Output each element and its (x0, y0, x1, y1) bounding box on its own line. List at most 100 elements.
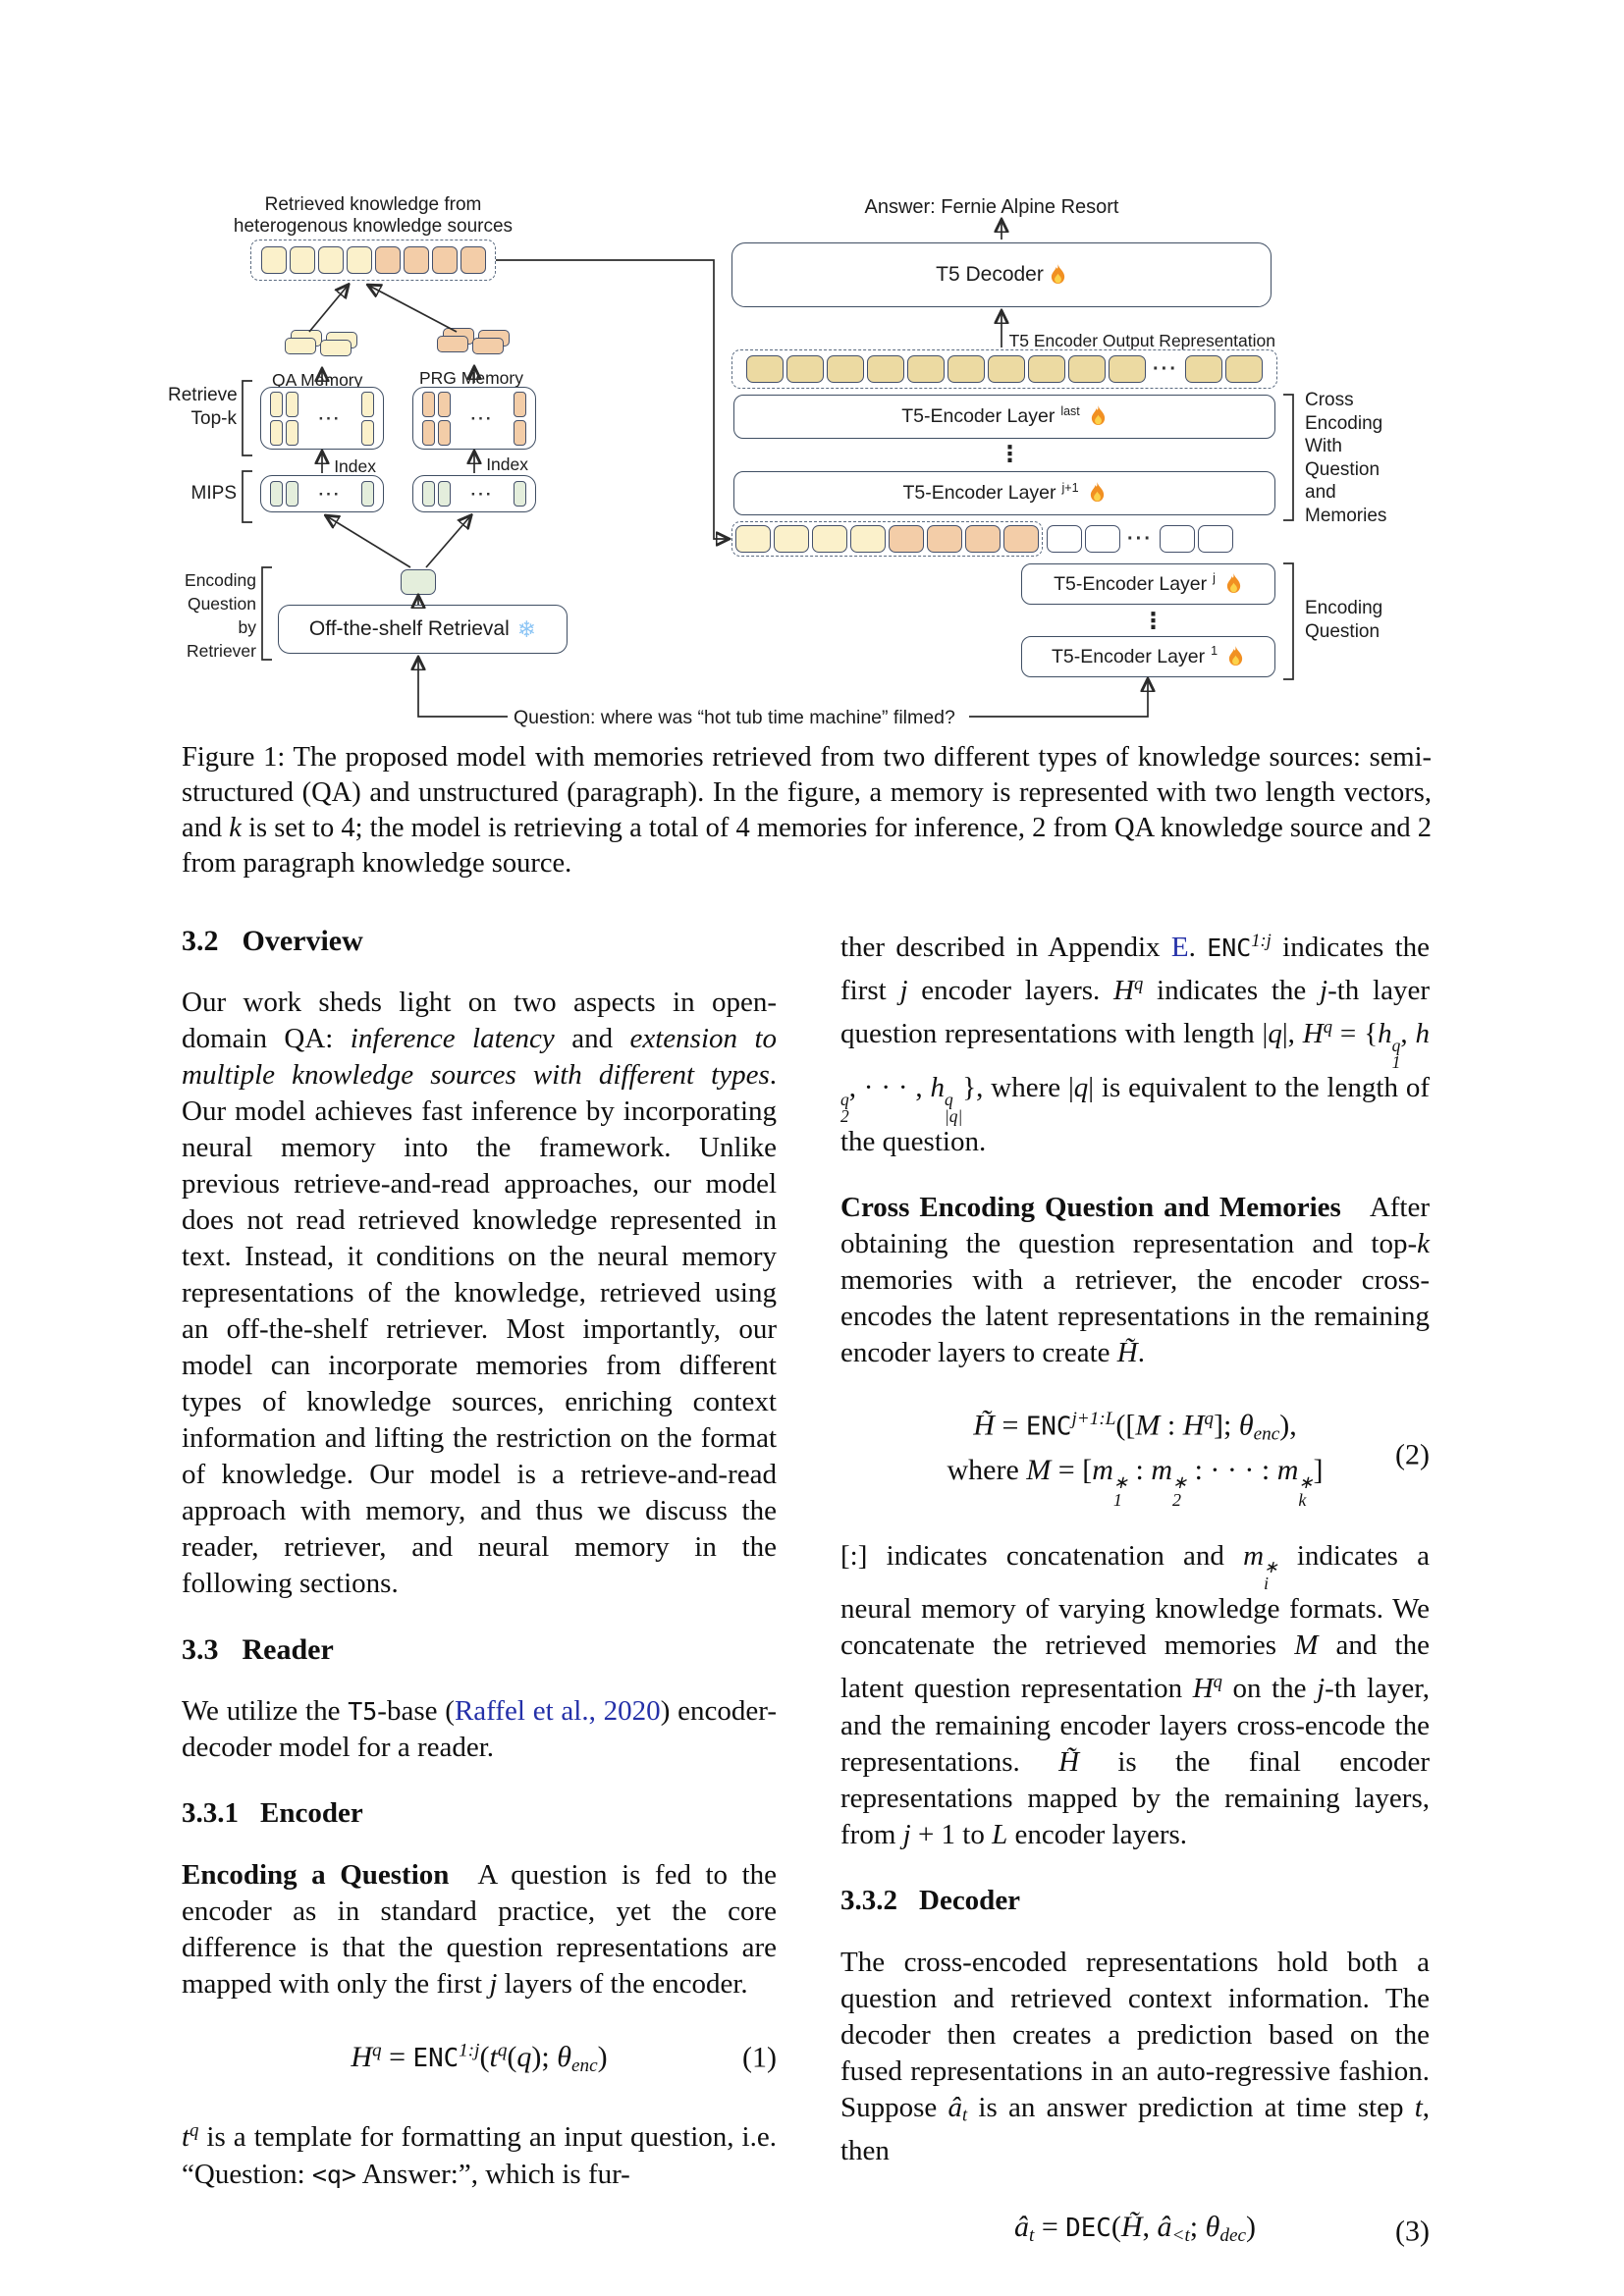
qa-memory-box: ··· (260, 387, 384, 450)
ellipsis: ··· (470, 484, 494, 504)
prg-memory-vectors-right (513, 391, 526, 446)
encoded-question-token (401, 569, 436, 595)
token (774, 525, 809, 553)
token (460, 246, 486, 274)
qa-index-vector-right (360, 481, 374, 507)
paragraph-reader: We utilize the T5-base (Raffel et al., 2… (182, 1695, 778, 1763)
token (260, 246, 287, 274)
t5-encoder-layer-1-box: T5-Encoder Layer 1 (1021, 636, 1275, 677)
snowflake-icon: ❄ (516, 615, 537, 642)
token (947, 355, 985, 383)
token (1047, 525, 1082, 553)
prg-index-box: ··· (412, 475, 536, 512)
encoding-question-label: Encoding Question (1305, 598, 1383, 642)
layer-superscript: j (1213, 571, 1216, 585)
encoding-question-by-retriever-line2: Question (187, 594, 256, 614)
token (907, 355, 945, 383)
token (360, 419, 374, 446)
question-text: Question: where was “hot tub time machin… (514, 707, 955, 728)
token (431, 246, 458, 274)
layer-superscript: 1 (1211, 644, 1218, 658)
qa-memory-vectors-right (360, 391, 374, 446)
t5-decoder-box: T5 Decoder (731, 242, 1272, 307)
token (812, 525, 847, 553)
layer-label: T5-Encoder Layer (901, 405, 1056, 427)
equation-3: ât = DEC(H̃, â<t; θdec) (3) (1013, 2211, 1430, 2248)
token (422, 481, 435, 507)
token (1184, 355, 1222, 383)
question-state-tokens: ··· (1047, 521, 1233, 557)
layer-label: T5-Encoder Layer (1051, 645, 1206, 667)
token (1003, 525, 1039, 553)
vertical-dots: ⋮ (999, 442, 1021, 467)
token (1068, 355, 1106, 383)
paragraph-encoding-question: Encoding a Question A question is fed to… (182, 1859, 778, 2000)
token (286, 391, 298, 417)
t5-decoder-label: T5 Decoder (936, 263, 1044, 286)
token (289, 246, 315, 274)
paragraph-template: tq is a template for formatting an input… (182, 2120, 777, 2190)
token (403, 246, 429, 274)
retrieve-topk-label-line2: Top-k (190, 408, 237, 429)
prg-retrieved-memories (437, 328, 512, 363)
token (988, 355, 1025, 383)
equation-number: (3) (1395, 2215, 1430, 2248)
ellipsis: ··· (318, 408, 342, 428)
token (422, 391, 435, 417)
ellipsis: ··· (318, 484, 342, 504)
index-label-prg: Index (486, 454, 528, 474)
token (422, 419, 435, 446)
retrieved-knowledge-token-row (250, 240, 496, 281)
right-column: ther described in Appendix E. ENC1:j ind… (840, 923, 1430, 2283)
t5-encoder-output-representation-label: T5 Encoder Output Representation (1008, 331, 1275, 350)
qa-retrieved-memories (285, 330, 359, 365)
equation-2: H̃ = ENCj+1:L([M : Hq]; θenc), where M =… (947, 1409, 1431, 1510)
fire-icon (1051, 263, 1065, 284)
token (286, 419, 298, 446)
mips-label: MIPS (190, 483, 237, 504)
token (360, 391, 374, 417)
equation-number: (2) (1395, 1438, 1430, 1471)
retrieved-knowledge-label-line2: heterogenous knowledge sources (233, 216, 514, 237)
token (438, 391, 451, 417)
paragraph-concatenation: [:] indicates concatenation and m∗i indi… (840, 1539, 1430, 1850)
token (965, 525, 1001, 553)
token (513, 391, 526, 417)
paragraph-overview: Our work sheds light on two aspects in o… (182, 987, 777, 1599)
token (735, 525, 771, 553)
token (438, 419, 451, 446)
token (1159, 525, 1195, 553)
prg-memory-vectors (422, 391, 451, 446)
token (270, 419, 283, 446)
layer-j-state-row: ··· (731, 520, 1277, 558)
prg-index-vectors (422, 481, 451, 507)
prg-memory-label: PRG Memory (419, 368, 523, 388)
paragraph-decoder: The cross-encoded representations hold b… (840, 1946, 1430, 2167)
token (513, 481, 526, 507)
retrieve-topk-label-line1: Retrieve (168, 385, 238, 405)
layer-superscript: last (1060, 403, 1080, 418)
token (286, 481, 298, 507)
encoder-output-token-row: ··· (731, 349, 1277, 389)
token (513, 419, 526, 446)
paragraph-cross-encoding: Cross Encoding Question and Memories Aft… (840, 1192, 1430, 1369)
token (1085, 525, 1120, 553)
token (827, 355, 864, 383)
token (346, 246, 372, 274)
token (270, 391, 283, 417)
index-label-qa: Index (334, 456, 376, 476)
retrieved-knowledge-label-line1: Retrieved knowledge from (264, 194, 482, 215)
off-the-shelf-retrieval-box: Off-the-shelf Retrieval ❄ (278, 605, 568, 654)
fire-icon (1090, 482, 1104, 503)
ellipsis: ··· (470, 408, 494, 428)
figure-1: Retrieved knowledge from heterogenous kn… (162, 188, 1424, 744)
fire-icon (1228, 645, 1243, 666)
layer-label: T5-Encoder Layer (902, 482, 1056, 504)
qa-memory-vectors (270, 391, 298, 446)
token (438, 481, 451, 507)
fire-icon (1091, 405, 1105, 426)
token (786, 355, 824, 383)
